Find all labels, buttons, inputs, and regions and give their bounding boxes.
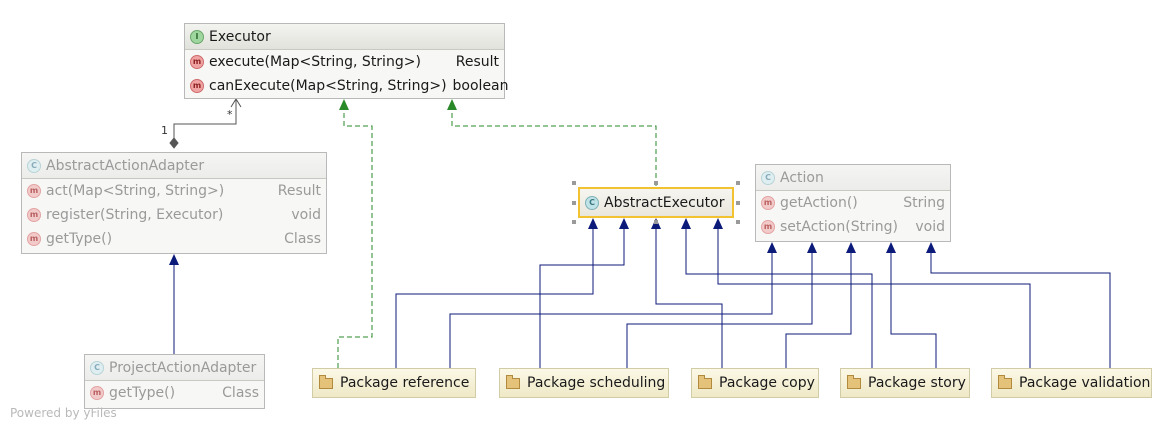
package-copy[interactable]: Package copy — [691, 368, 819, 398]
composition-edge — [169, 98, 242, 149]
generalization-edge-validation-action — [930, 253, 1111, 368]
class-abstract-executor[interactable]: C AbstractExecutor — [578, 187, 734, 218]
method-return-type: Result — [277, 183, 321, 199]
method-name: getType() — [109, 385, 176, 401]
package-icon — [847, 374, 861, 389]
class-header: C Action — [756, 165, 950, 191]
method-return-type: String — [903, 195, 945, 211]
method-icon: m — [761, 220, 775, 234]
class-icon: C — [27, 158, 41, 173]
method-name: canExecute(Map<String, String>) — [209, 78, 447, 94]
package-icon — [698, 374, 712, 389]
method-row[interactable]: m canExecute(Map<String, String>) boolea… — [185, 74, 509, 98]
method-row[interactable]: m register(String, Executor) void — [22, 203, 326, 227]
package-icon — [506, 374, 520, 389]
generalization-edge-scheduling-executor — [539, 229, 625, 368]
generalization-arrowheads — [169, 218, 936, 265]
package-icon — [319, 374, 333, 389]
generalization-edge-reference-executor — [395, 229, 594, 368]
method-icon: m — [761, 196, 775, 210]
method-icon: m — [190, 79, 204, 93]
method-return-type: Class — [222, 385, 259, 401]
package-name: Package story — [868, 375, 966, 391]
realization-arrowhead — [447, 99, 457, 110]
method-row[interactable]: m setAction(String) void — [756, 215, 950, 239]
method-icon: m — [27, 208, 41, 222]
method-icon: m — [27, 184, 41, 198]
package-name: Package scheduling — [527, 375, 666, 391]
package-scheduling[interactable]: Package scheduling — [499, 368, 669, 398]
class-project-action-adapter[interactable]: C ProjectActionAdapter m getType() Class — [84, 354, 265, 409]
method-name: getAction() — [780, 195, 858, 211]
interface-icon: I — [190, 29, 204, 44]
generalization-edge-reference-action — [449, 253, 773, 368]
selection-handle[interactable] — [572, 181, 576, 185]
selection-handle[interactable] — [654, 220, 658, 224]
selection-handle[interactable] — [654, 181, 658, 185]
generalization-edge-story-executor — [685, 229, 873, 368]
class-name: AbstractActionAdapter — [46, 157, 205, 174]
class-name: Action — [780, 169, 824, 186]
selection-handle[interactable] — [572, 220, 576, 224]
package-name: Package copy — [719, 375, 815, 391]
generalization-edges — [173, 229, 1111, 368]
class-name: Executor — [209, 28, 271, 45]
class-icon: C — [761, 170, 775, 185]
method-icon: m — [190, 55, 204, 69]
method-row[interactable]: m getAction() String — [756, 191, 950, 215]
method-row[interactable]: m act(Map<String, String>) Result — [22, 179, 326, 203]
generalization-edge-story-action — [890, 253, 937, 368]
realization-edge-package-reference — [337, 110, 373, 368]
composition-diamond — [169, 137, 179, 149]
method-row[interactable]: m getType() Class — [22, 227, 326, 251]
multiplicity-one: 1 — [161, 124, 168, 137]
method-name: getType() — [46, 231, 113, 247]
method-row[interactable]: m execute(Map<String, String>) Result — [185, 50, 504, 74]
method-return-type: Class — [284, 231, 321, 247]
class-header: C AbstractExecutor — [580, 189, 732, 216]
multiplicity-many: * — [227, 108, 233, 121]
method-icon: m — [90, 386, 104, 400]
realization-arrowhead — [339, 99, 349, 110]
package-name: Package validation — [1019, 375, 1151, 391]
package-icon — [998, 374, 1012, 389]
selection-handle[interactable] — [572, 201, 576, 205]
method-icon: m — [27, 232, 41, 246]
package-name: Package reference — [340, 375, 470, 391]
selection-handle[interactable] — [736, 220, 740, 224]
method-return-type: void — [915, 219, 945, 235]
class-action[interactable]: C Action m getAction() String m setActio… — [755, 164, 951, 242]
generalization-edge-copy-executor — [655, 229, 723, 368]
class-icon: C — [585, 195, 599, 210]
method-name: act(Map<String, String>) — [46, 183, 225, 199]
method-name: setAction(String) — [780, 219, 898, 235]
class-name: AbstractExecutor — [604, 194, 725, 211]
package-validation[interactable]: Package validation — [991, 368, 1152, 398]
method-return-type: Result — [455, 54, 499, 70]
method-return-type: void — [291, 207, 321, 223]
class-icon: C — [90, 360, 104, 375]
generalization-edge-validation-executor — [717, 229, 1031, 368]
class-name: ProjectActionAdapter — [109, 359, 257, 376]
method-name: execute(Map<String, String>) — [209, 54, 421, 70]
selection-handle[interactable] — [736, 181, 740, 185]
method-return-type: boolean — [452, 78, 509, 94]
class-executor[interactable]: I Executor m execute(Map<String, String>… — [184, 23, 509, 99]
method-name: register(String, Executor) — [46, 207, 224, 223]
generalization-edge-scheduling-action — [626, 253, 813, 368]
class-header: I Executor — [185, 24, 504, 50]
selection-handle[interactable] — [736, 201, 740, 205]
method-row[interactable]: m getType() Class — [85, 381, 264, 405]
class-header: C AbstractActionAdapter — [22, 153, 326, 179]
class-abstract-action-adapter[interactable]: C AbstractActionAdapter m act(Map<String… — [21, 152, 327, 254]
package-story[interactable]: Package story — [840, 368, 970, 398]
generalization-edge-copy-action — [785, 253, 852, 368]
powered-by-label: Powered by yFiles — [10, 406, 117, 420]
class-header: C ProjectActionAdapter — [85, 355, 264, 381]
package-reference[interactable]: Package reference — [312, 368, 476, 398]
realization-edge-abstract-executor — [451, 110, 657, 186]
realization-edges — [337, 110, 657, 368]
